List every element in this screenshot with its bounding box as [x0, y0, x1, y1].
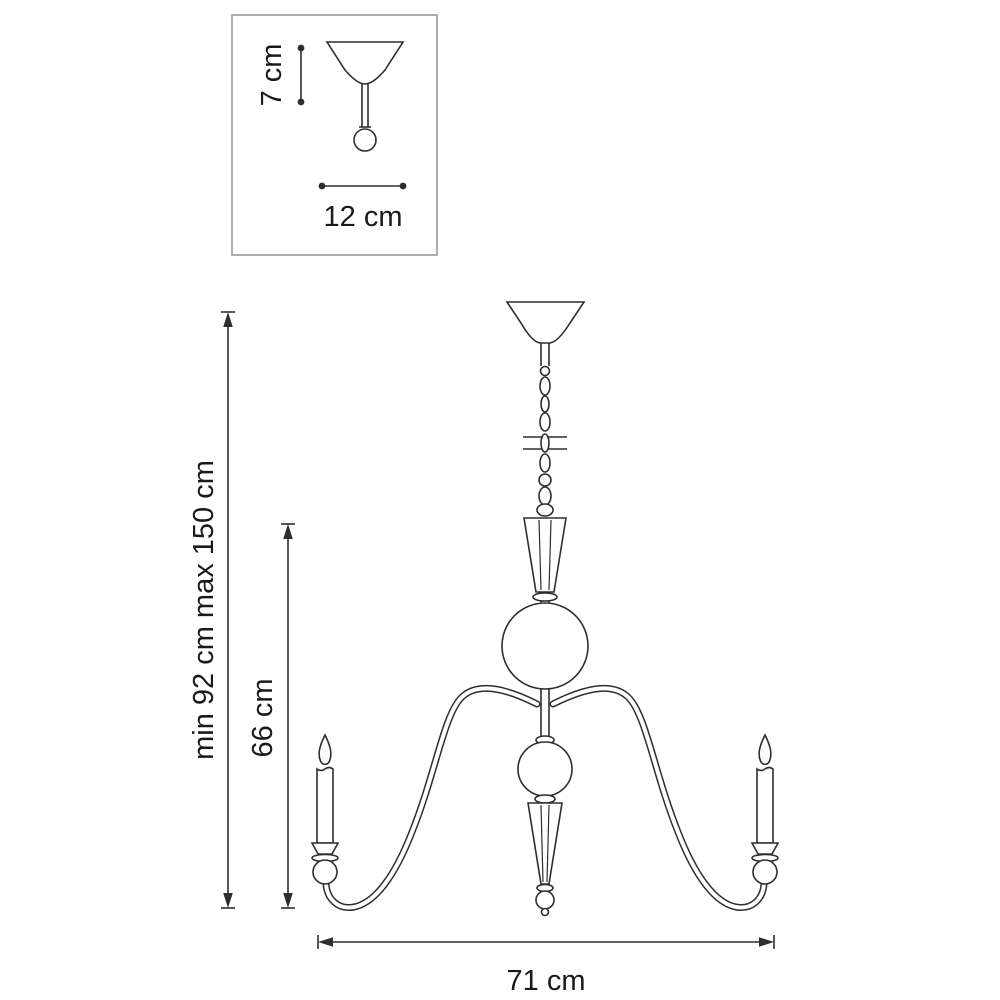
dim-dot-bottom — [297, 98, 305, 106]
lower-body — [517, 735, 573, 917]
dim-dot-top — [297, 44, 305, 52]
right-candle-body — [756, 766, 774, 844]
label-overall-height: min 92 cm max 150 cm — [188, 460, 220, 760]
left-candle-body — [316, 766, 334, 844]
left-arm-ball — [312, 859, 338, 885]
canopy — [505, 301, 586, 366]
upper-cone-facet — [548, 519, 552, 591]
label-inset-width: 12 cm — [324, 201, 403, 233]
center-sphere — [501, 601, 589, 738]
right-arm-ball — [752, 859, 778, 885]
chandelier-arms — [322, 684, 768, 911]
inset-canopy — [325, 41, 405, 85]
dim-dot-left — [318, 182, 326, 190]
finial-ball — [535, 890, 555, 910]
dim-arrow-bottom — [223, 893, 233, 908]
chain-link — [538, 473, 552, 487]
left-flame — [318, 733, 332, 766]
lower-cone-facet — [546, 804, 550, 883]
dim-overall-height: min 92 cm max 150 cm — [188, 311, 235, 909]
dim-dot-right — [399, 182, 407, 190]
left-candle — [310, 733, 340, 885]
dim-inner-height: 66 cm — [247, 523, 295, 909]
upper-cone — [523, 517, 567, 602]
chain-link — [540, 395, 550, 413]
chain-link — [539, 453, 551, 473]
dim-arrow-right — [759, 937, 774, 947]
dim-inset-height: 7 cm — [256, 44, 305, 107]
lower-cone-body — [527, 802, 563, 885]
chain — [523, 365, 567, 517]
dim-inset-width: 12 cm — [318, 182, 407, 233]
finial-tip — [540, 907, 550, 917]
dim-arrow-top — [223, 312, 233, 327]
left-arm-fill — [324, 686, 539, 910]
left-arm-outline — [322, 684, 541, 911]
upper-cone-collar — [532, 592, 558, 602]
right-arm-outline — [549, 684, 768, 911]
chain-link — [539, 365, 551, 377]
chain-loop — [536, 503, 554, 517]
chandelier-drawing — [310, 301, 780, 917]
inset-detail: 7 cm 12 cm — [231, 14, 438, 256]
right-candle — [750, 733, 780, 885]
canopy-bell — [505, 301, 586, 344]
upper-cone-body — [523, 517, 567, 593]
dim-width: 71 cm — [317, 935, 775, 997]
lower-collar-mid — [534, 794, 556, 804]
dim-arrow-left — [318, 937, 333, 947]
left-bobeche — [310, 842, 340, 855]
upper-cone-facet — [538, 519, 542, 591]
right-flame — [758, 733, 772, 766]
label-width: 71 cm — [507, 965, 586, 997]
right-bobeche — [750, 842, 780, 855]
lower-cone-facet — [540, 804, 544, 883]
inset-canopy-drawing — [325, 41, 405, 152]
chain-link — [538, 486, 552, 506]
chain-link — [539, 376, 551, 396]
dim-arrow-bottom — [283, 893, 293, 908]
right-arm-fill — [551, 686, 766, 910]
label-inset-height: 7 cm — [256, 44, 288, 107]
inset-box-border — [231, 14, 438, 256]
big-sphere — [501, 602, 589, 690]
dim-arrow-top — [283, 524, 293, 539]
inset-bulb — [353, 128, 377, 152]
label-inner-height: 66 cm — [247, 679, 279, 758]
chain-link — [539, 412, 551, 432]
small-sphere — [517, 741, 573, 797]
chain-link — [540, 433, 550, 453]
